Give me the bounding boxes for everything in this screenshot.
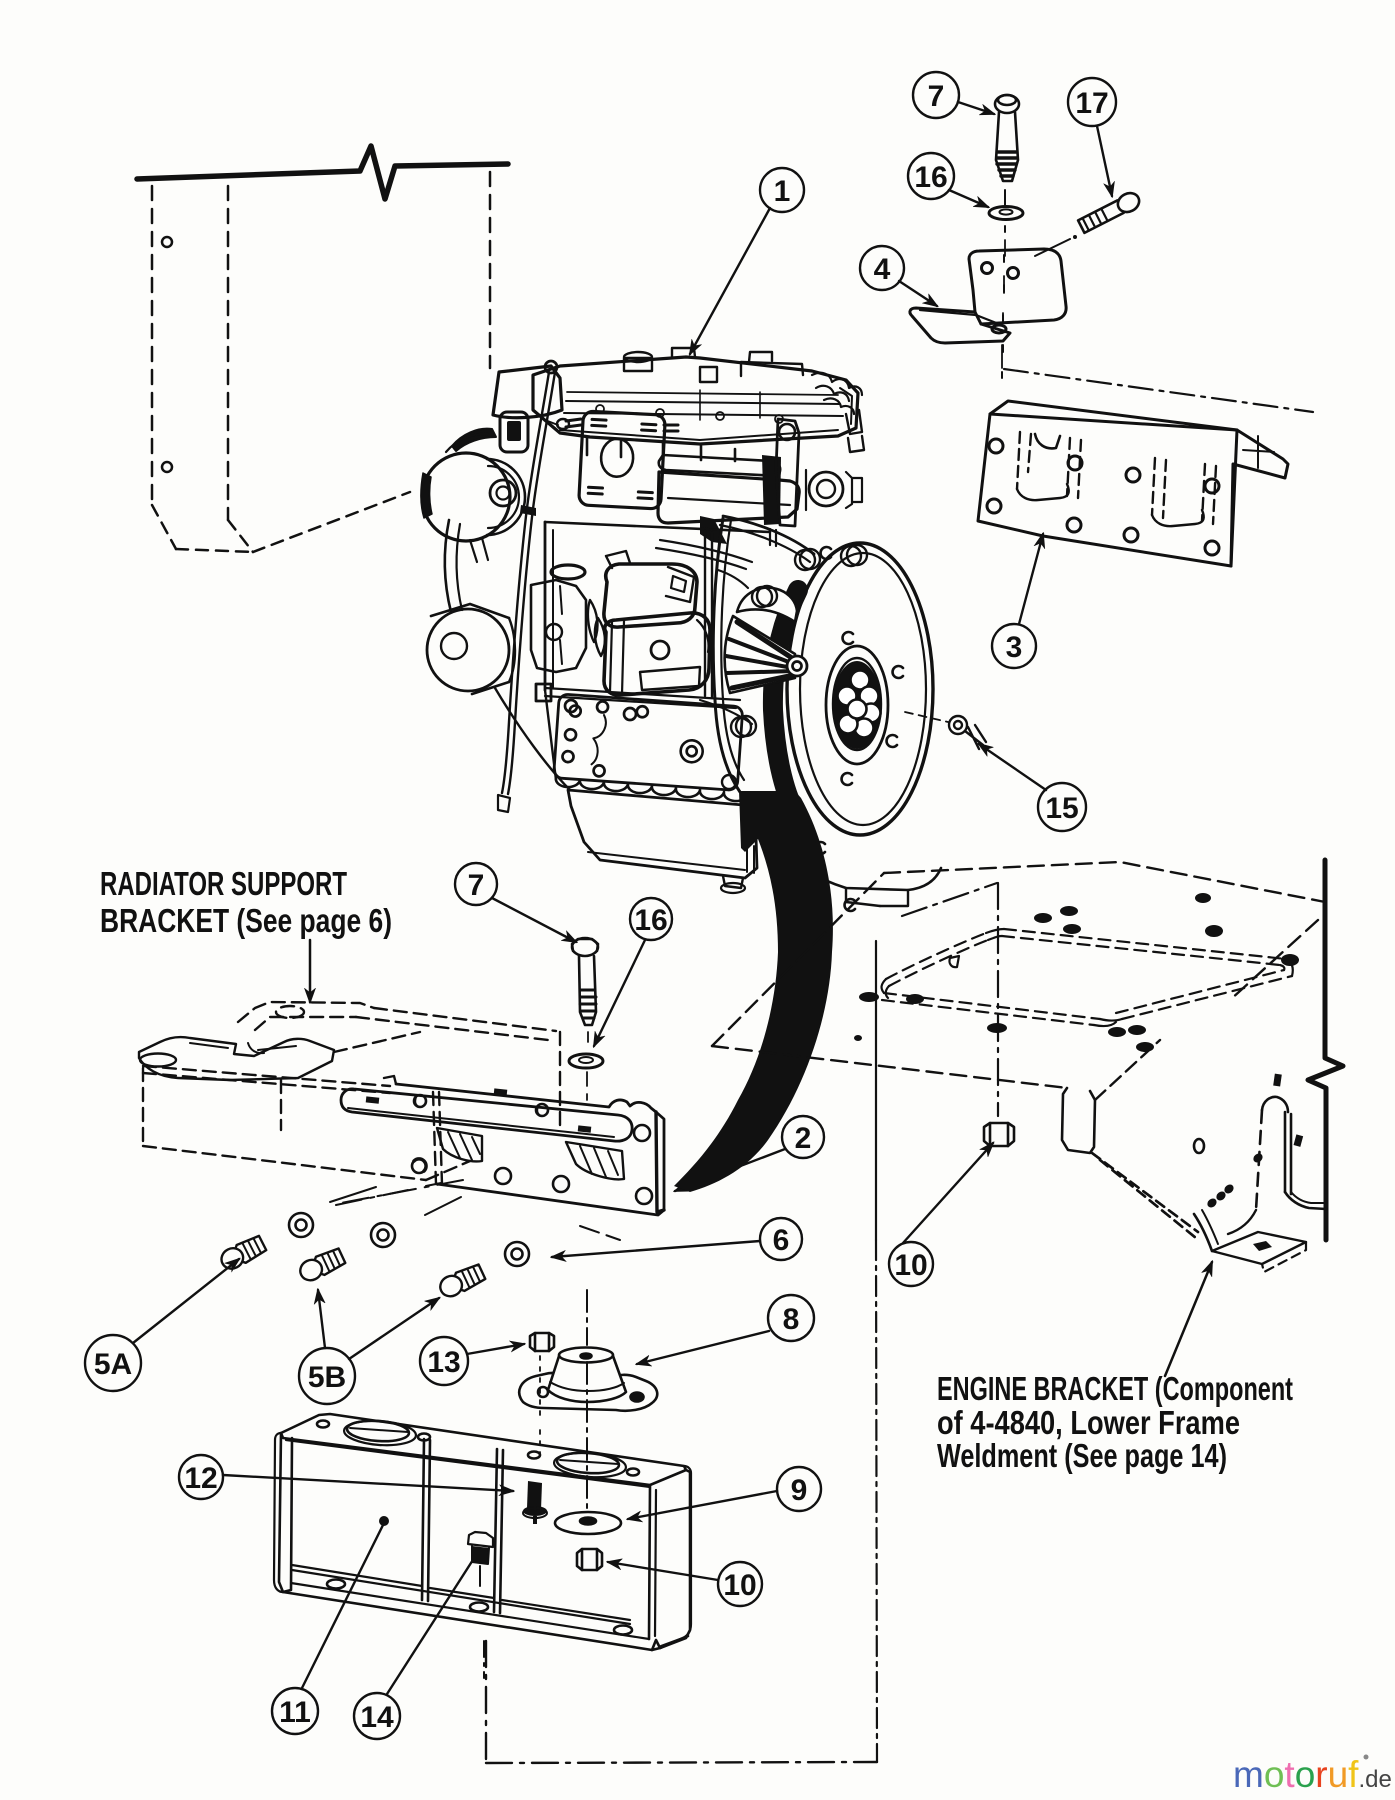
svg-text:8: 8: [783, 1303, 800, 1336]
svg-text:11: 11: [279, 1696, 311, 1729]
svg-text:10: 10: [894, 1249, 927, 1282]
svg-text:6: 6: [773, 1224, 790, 1257]
svg-text:16: 16: [914, 161, 947, 194]
svg-text:9: 9: [791, 1474, 808, 1507]
svg-text:ENGINE BRACKET (Component: ENGINE BRACKET (Component: [937, 1370, 1293, 1407]
svg-text:17: 17: [1075, 87, 1108, 120]
svg-text:10: 10: [723, 1569, 756, 1602]
svg-text:4: 4: [874, 253, 891, 286]
svg-text:12: 12: [184, 1462, 217, 1495]
svg-text:15: 15: [1045, 792, 1078, 825]
svg-text:16: 16: [634, 904, 667, 937]
svg-text:3: 3: [1006, 631, 1023, 664]
svg-text:13: 13: [427, 1346, 460, 1379]
svg-text:7: 7: [928, 80, 945, 113]
svg-text:7: 7: [468, 869, 485, 902]
svg-text:RADIATOR SUPPORT: RADIATOR SUPPORT: [100, 865, 347, 902]
svg-text:Weldment (See page 14): Weldment (See page 14): [937, 1437, 1227, 1474]
svg-text:5B: 5B: [308, 1361, 346, 1394]
svg-text:1: 1: [774, 175, 791, 208]
svg-text:5A: 5A: [94, 1348, 132, 1381]
svg-text:14: 14: [360, 1701, 394, 1734]
svg-text:2: 2: [795, 1122, 812, 1155]
svg-text:motoruf.de: motoruf.de: [1233, 1754, 1392, 1795]
svg-text:of 4-4840, Lower Frame: of 4-4840, Lower Frame: [937, 1404, 1240, 1441]
svg-text:BRACKET (See page 6): BRACKET (See page 6): [100, 902, 392, 939]
